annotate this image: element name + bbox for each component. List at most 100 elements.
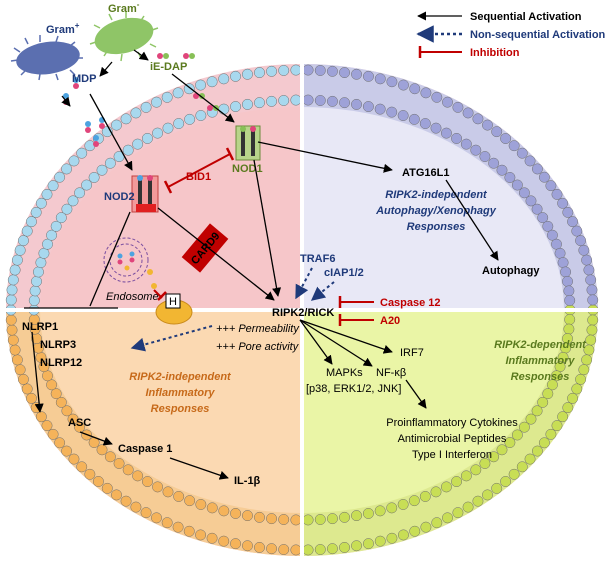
endosome-icon	[103, 237, 157, 289]
membrane-bead	[132, 470, 144, 482]
membrane-bead	[504, 172, 516, 183]
membrane-bead	[386, 502, 398, 514]
membrane-bead	[563, 285, 575, 297]
autophagy-title-line3: Responses	[407, 221, 466, 233]
arrow-atg16l1-to-autophagy	[445, 179, 499, 261]
membrane-bead	[560, 266, 572, 278]
membrane-bead	[419, 491, 431, 502]
membrane-bead	[46, 379, 58, 391]
membrane-bead	[397, 529, 409, 541]
membrane-bead	[242, 540, 253, 552]
membrane-bead	[511, 179, 523, 191]
arrow-nod1-to-ripk2	[253, 159, 282, 297]
membrane-bead	[302, 514, 314, 526]
svg-text:H: H	[169, 296, 177, 308]
arrow-ripk2-to-nfkb	[299, 319, 373, 367]
membrane-bead	[374, 505, 386, 517]
membrane-bead	[162, 122, 174, 134]
proinflammatory-cytokines-label: Proinflammatory Cytokines	[386, 417, 518, 429]
ciap-label: cIAP1/2	[324, 267, 364, 279]
membrane-bead	[290, 514, 302, 526]
membrane-bead	[462, 107, 474, 119]
membrane-bead	[563, 323, 575, 335]
membrane-bead	[120, 113, 132, 125]
membrane-bead	[130, 501, 142, 513]
membrane-bead	[408, 113, 420, 125]
membrane-bead	[567, 392, 579, 404]
legend: Sequential Activation Non-sequential Act…	[416, 11, 605, 59]
membrane-bead	[339, 511, 350, 523]
membrane-bead	[242, 68, 253, 80]
membrane-bead	[206, 532, 218, 544]
inflammasome-title-line2: Inflammatory	[145, 387, 215, 399]
membrane-bead	[81, 179, 93, 191]
membrane-bead	[551, 370, 562, 382]
caspase1-label: Caspase 1	[118, 443, 172, 455]
membrane-bead	[21, 225, 33, 237]
membrane-bead	[278, 95, 290, 106]
membrane-bead	[266, 95, 278, 107]
membrane-bead	[35, 257, 47, 269]
il1b-label: IL-1β	[234, 475, 261, 487]
type-i-interferon-label: Type I Interferon	[412, 449, 492, 461]
membrane-bead	[47, 180, 59, 192]
membrane-bead	[431, 517, 443, 529]
membrane-bead	[21, 383, 33, 395]
membrane-bead	[551, 188, 563, 200]
membrane-bead	[578, 244, 590, 256]
arrow-caspase1-to-il1b	[169, 457, 229, 480]
arrow-asc-to-caspase1	[79, 431, 113, 446]
membrane-bead	[431, 91, 443, 103]
atg16l1-label: ATG16L1	[402, 167, 449, 179]
membrane-bead	[132, 138, 144, 150]
membrane-bead	[374, 103, 386, 115]
membrane-bead	[362, 507, 374, 519]
membrane-bead	[386, 532, 398, 544]
membrane-bead	[76, 461, 88, 473]
membrane-bead	[41, 188, 53, 200]
membrane-bead	[302, 94, 314, 106]
membrane-bead	[218, 535, 230, 547]
membrane-bead	[496, 444, 508, 456]
legend-inhibition-label: Inhibition	[470, 47, 520, 59]
membrane-bead	[508, 468, 520, 480]
endosome-label: Endosome	[106, 291, 159, 303]
membrane-bead	[47, 428, 59, 440]
non-sequential-arrows	[130, 267, 335, 352]
membrane-bead	[68, 155, 80, 167]
membrane-bead	[61, 163, 73, 175]
membrane-bead	[538, 437, 550, 449]
arrow-ie-dap-to-nod1	[171, 73, 235, 123]
membrane-bead	[451, 132, 463, 144]
membrane-bead	[504, 437, 516, 448]
nod2-label: NOD2	[104, 191, 135, 203]
membrane-bead	[420, 87, 432, 99]
membrane-bead	[42, 238, 53, 250]
membrane-bead	[61, 203, 73, 215]
membrane-bead	[409, 83, 421, 95]
membrane-bead	[32, 266, 44, 278]
membrane-bead	[531, 163, 543, 175]
membrane-bead	[122, 144, 134, 156]
membrane-bead	[531, 405, 543, 417]
membrane-bead	[479, 458, 491, 469]
nod1-receptor-icon	[235, 125, 261, 161]
membrane-bead	[326, 95, 338, 107]
membrane-bead	[17, 373, 29, 385]
arrow-gram-pos-to-mdp	[61, 95, 71, 107]
membrane-bead	[460, 138, 472, 150]
membrane-bead	[472, 113, 484, 125]
membrane-bead	[518, 187, 530, 199]
membrane-bead	[314, 544, 326, 555]
membrane-bead	[374, 535, 386, 547]
membrane-bead	[430, 122, 442, 134]
membrane-bead	[120, 495, 132, 507]
nod2-receptor-icon	[131, 175, 159, 213]
permeability-label: +++ Permeability	[216, 323, 300, 335]
membrane-bead	[5, 294, 17, 306]
membrane-bead	[195, 79, 207, 91]
membrane-bead	[351, 68, 362, 80]
mitochondria-icon: H	[155, 293, 193, 325]
nlrp3-label: NLRP3	[40, 339, 76, 351]
membrane-bead	[42, 370, 53, 382]
